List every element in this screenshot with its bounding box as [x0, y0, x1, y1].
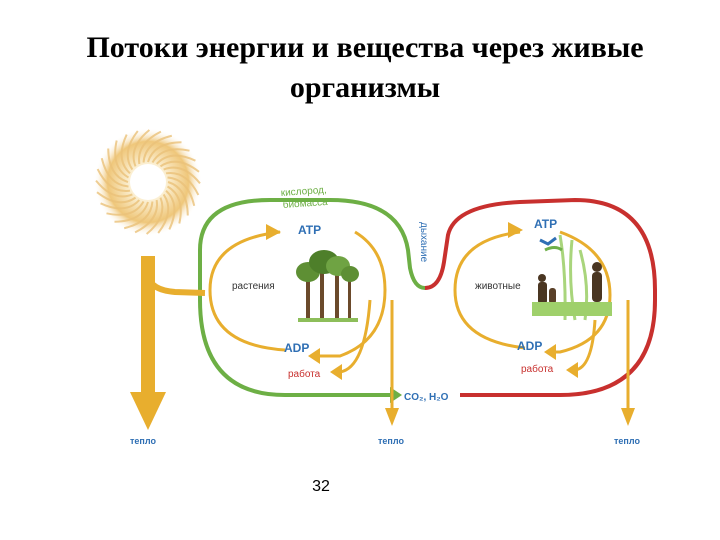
- heat-arrow-right-head: [621, 408, 635, 426]
- sun-ray: [134, 199, 159, 234]
- left-cycle-to-work: [339, 299, 372, 374]
- sun-ray: [106, 200, 145, 216]
- sun-ray: [96, 168, 131, 193]
- page-number: 32: [312, 478, 330, 495]
- heat-arrow-left-shaft: [141, 256, 155, 396]
- bird-icon: [539, 236, 557, 246]
- sun-ray: [95, 179, 133, 198]
- biomass-label: биомасса: [282, 196, 328, 211]
- sun-icon: [94, 128, 202, 236]
- respiration-label: дыхание: [418, 222, 429, 263]
- trees-illustration: [296, 250, 359, 322]
- slide-title-line-1: Потоки энергии и вещества через живые: [86, 31, 644, 64]
- sun-ray: [167, 176, 196, 207]
- animals-illustration: [532, 234, 612, 321]
- sun-to-plants-arrow: [145, 256, 206, 296]
- heat-middle-label: тепло: [378, 436, 404, 446]
- plants-energy-cycle: [208, 230, 387, 358]
- oxygen-label: кислород,: [280, 185, 327, 199]
- heat-arrow-middle-head: [385, 408, 399, 426]
- sun-ray: [120, 134, 131, 175]
- left-work-label: работа: [288, 368, 321, 380]
- right-cycle-arrow-top: [508, 222, 523, 238]
- sun-ray: [145, 197, 164, 235]
- sun-ray: [123, 201, 154, 230]
- sun-ray: [132, 129, 151, 167]
- right-adp-label: ADP: [517, 339, 542, 353]
- heat-left-label: тепло: [130, 436, 156, 446]
- sun-ray: [96, 191, 137, 204]
- left-work-arrowhead: [330, 364, 342, 380]
- right-adp-arrowhead: [544, 344, 556, 360]
- sun-ray: [155, 154, 196, 165]
- animals-label: животные: [475, 281, 521, 292]
- left-cycle-arrow-top: [266, 224, 281, 240]
- slide-title-line-2: организмы: [289, 71, 441, 104]
- sun-ray: [163, 166, 201, 185]
- plants-label: растения: [232, 281, 275, 292]
- sun-ray: [114, 140, 130, 179]
- animals-energy-cycle: [453, 230, 612, 354]
- co2-h2o-label: CO₂, H₂O: [404, 392, 449, 403]
- sun-ray: [107, 148, 129, 183]
- sun-ray: [137, 130, 162, 165]
- sun-ray: [142, 134, 173, 163]
- sun-ray: [126, 130, 139, 171]
- left-adp-arrowhead: [308, 348, 320, 364]
- sun-ray: [159, 160, 200, 173]
- sun-ray: [100, 157, 129, 188]
- left-atp-label: ATP: [298, 223, 321, 237]
- left-adp-label: ADP: [284, 341, 309, 355]
- sun-ray: [147, 141, 182, 163]
- right-work-arrowhead: [566, 362, 578, 378]
- sun-ray: [165, 171, 200, 196]
- sun-ray: [151, 148, 190, 164]
- matter-flow-red-line: [424, 197, 657, 397]
- matter-flow-green-line: [198, 198, 426, 397]
- right-atp-label: ATP: [534, 217, 557, 231]
- sun-ray: [157, 193, 170, 234]
- sun-ray: [166, 185, 182, 224]
- heat-right-label: тепло: [614, 436, 640, 446]
- sun-ray: [100, 199, 141, 210]
- sun-ray: [167, 181, 189, 216]
- heat-arrow-left-head: [130, 392, 166, 430]
- sun-ray: [114, 201, 149, 223]
- right-work-label: работа: [521, 363, 554, 375]
- slide-title: Потоки энергии и вещества через живые ор…: [40, 28, 690, 108]
- sun-ray: [165, 189, 176, 230]
